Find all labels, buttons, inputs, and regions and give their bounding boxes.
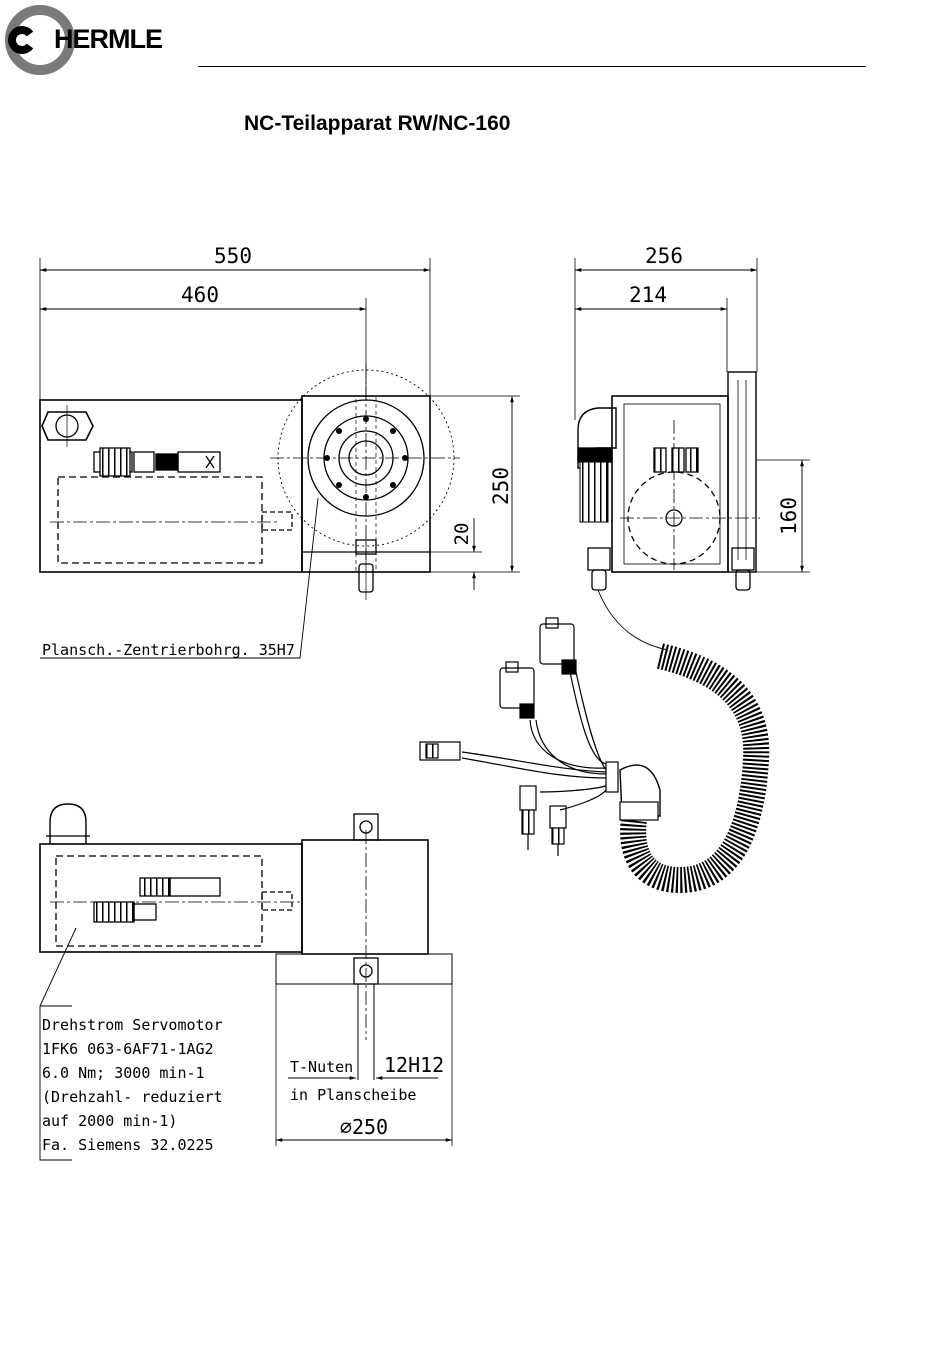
front-view <box>40 258 520 658</box>
dim-side-total: 256 <box>645 244 683 268</box>
dim-front-axis: 460 <box>181 283 219 307</box>
motor-line-4: (Drehzahl- reduziert <box>42 1088 223 1106</box>
t-slot-tolerance: 12H12 <box>384 1053 444 1077</box>
t-slots-label: T-Nuten <box>290 1058 353 1076</box>
side-view <box>575 258 810 650</box>
dim-front-base: 20 <box>451 523 473 546</box>
motor-line-3: 6.0 Nm; 3000 min-1 <box>42 1064 205 1082</box>
flange-bore-label: Plansch.-Zentrierbohrg. 35H7 <box>42 641 295 659</box>
top-view <box>40 804 452 1160</box>
dim-front-height: 250 <box>489 467 513 505</box>
motor-spec-label: Drehstrom Servomotor 1FK6 063-6AF71-1AG2… <box>42 1016 223 1154</box>
motor-line-1: Drehstrom Servomotor <box>42 1016 223 1034</box>
dim-front-total: 550 <box>214 244 252 268</box>
dim-side-axis: 214 <box>629 283 667 307</box>
faceplate-diameter: ⌀250 <box>340 1115 388 1139</box>
motor-line-2: 1FK6 063-6AF71-1AG2 <box>42 1040 214 1058</box>
dim-side-height: 160 <box>777 497 801 535</box>
cable-assembly <box>420 618 756 880</box>
faceplate-label: in Planscheibe <box>290 1086 416 1104</box>
motor-line-5: auf 2000 min-1) <box>42 1112 177 1130</box>
motor-line-6: Fa. Siemens 32.0225 <box>42 1136 214 1154</box>
